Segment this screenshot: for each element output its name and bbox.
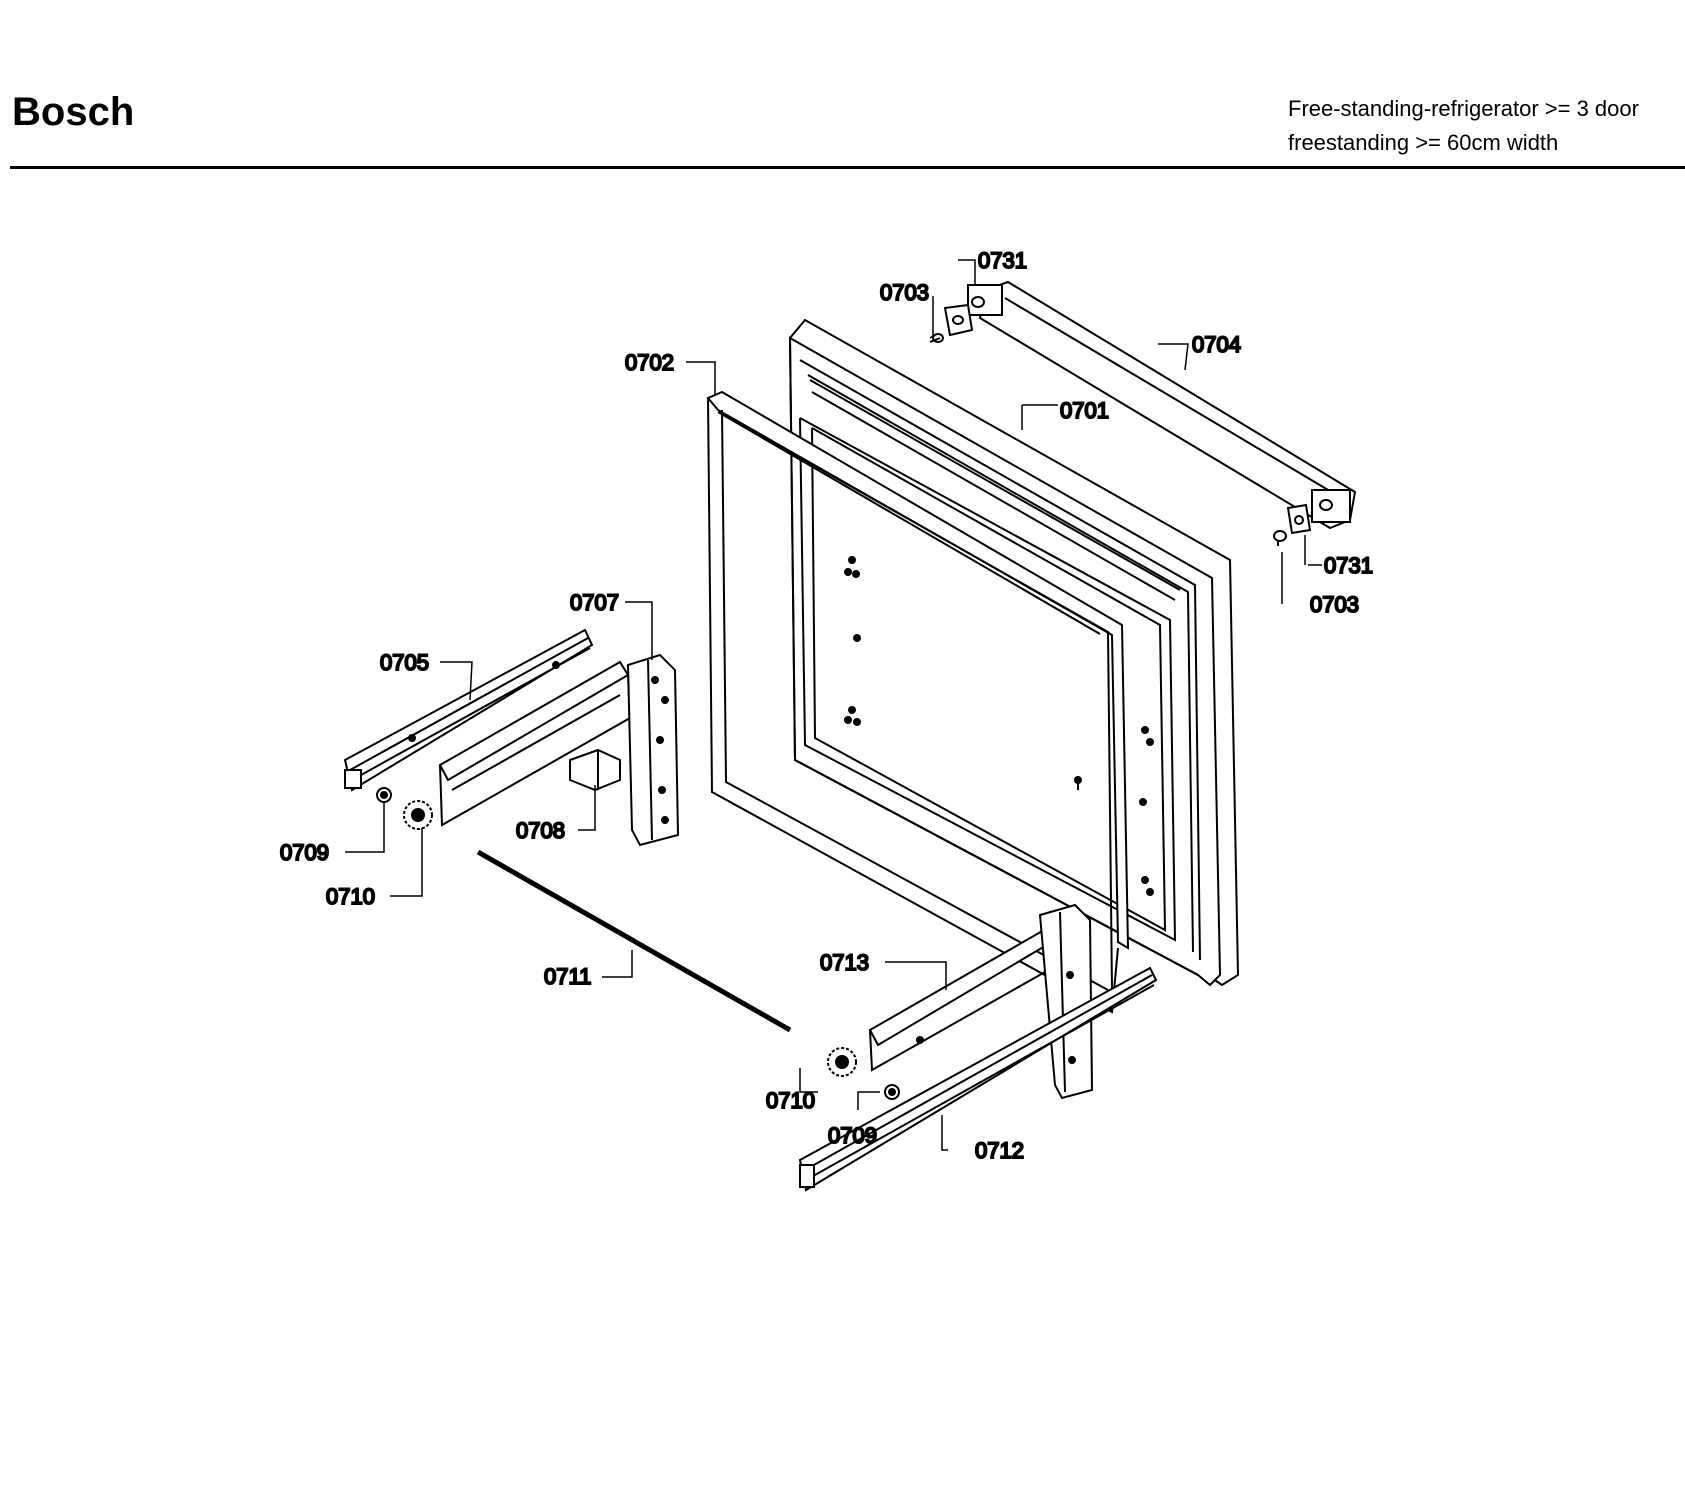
callout-0711: 0711 bbox=[544, 964, 591, 989]
description-line-1: Free-standing-refrigerator >= 3 door bbox=[1288, 96, 1639, 121]
callout-0731-top: 0731 bbox=[978, 248, 1027, 273]
callout-0703-right: 0703 bbox=[1310, 592, 1359, 617]
handle-screw-part bbox=[929, 333, 1287, 546]
door-handle-part bbox=[967, 280, 1357, 530]
model-description: Free-standing-refrigerator >= 3 door fre… bbox=[1288, 92, 1639, 160]
callout-0705: 0705 bbox=[380, 650, 429, 675]
callout-0731-right: 0731 bbox=[1324, 553, 1373, 578]
leader-lines bbox=[345, 259, 1322, 1151]
left-small-gear-part bbox=[376, 787, 392, 803]
callout-0702: 0702 bbox=[625, 350, 674, 375]
right-slide-rail-part bbox=[798, 966, 1158, 1192]
door-gasket-part bbox=[706, 390, 1130, 1014]
right-bracket-part bbox=[868, 903, 1094, 1100]
callout-0710-left: 0710 bbox=[326, 884, 375, 909]
callout-0710-right: 0710 bbox=[766, 1088, 815, 1113]
left-slide-rail-part bbox=[343, 628, 594, 792]
callout-0712: 0712 bbox=[975, 1138, 1024, 1163]
callout-0709-right: 0709 bbox=[828, 1123, 877, 1148]
callout-0703-top: 0703 bbox=[880, 280, 929, 305]
catch-block-part bbox=[569, 748, 621, 792]
description-line-2: freestanding >= 60cm width bbox=[1288, 130, 1559, 155]
brand-title: Bosch bbox=[12, 90, 135, 134]
callout-0709-left: 0709 bbox=[280, 840, 329, 865]
callout-0708: 0708 bbox=[516, 818, 565, 843]
callout-0701: 0701 bbox=[1060, 398, 1109, 423]
left-bracket-part bbox=[438, 653, 680, 847]
right-pinion-gear-part bbox=[827, 1047, 857, 1077]
left-pinion-gear-part bbox=[403, 800, 433, 830]
right-small-gear-part bbox=[884, 1084, 900, 1100]
callout-0704: 0704 bbox=[1192, 332, 1241, 357]
connecting-rod-part bbox=[476, 849, 792, 1033]
callout-0713: 0713 bbox=[820, 950, 869, 975]
header-rule bbox=[10, 166, 1685, 169]
handle-washer-part bbox=[943, 303, 1312, 535]
callout-0707: 0707 bbox=[570, 590, 619, 615]
